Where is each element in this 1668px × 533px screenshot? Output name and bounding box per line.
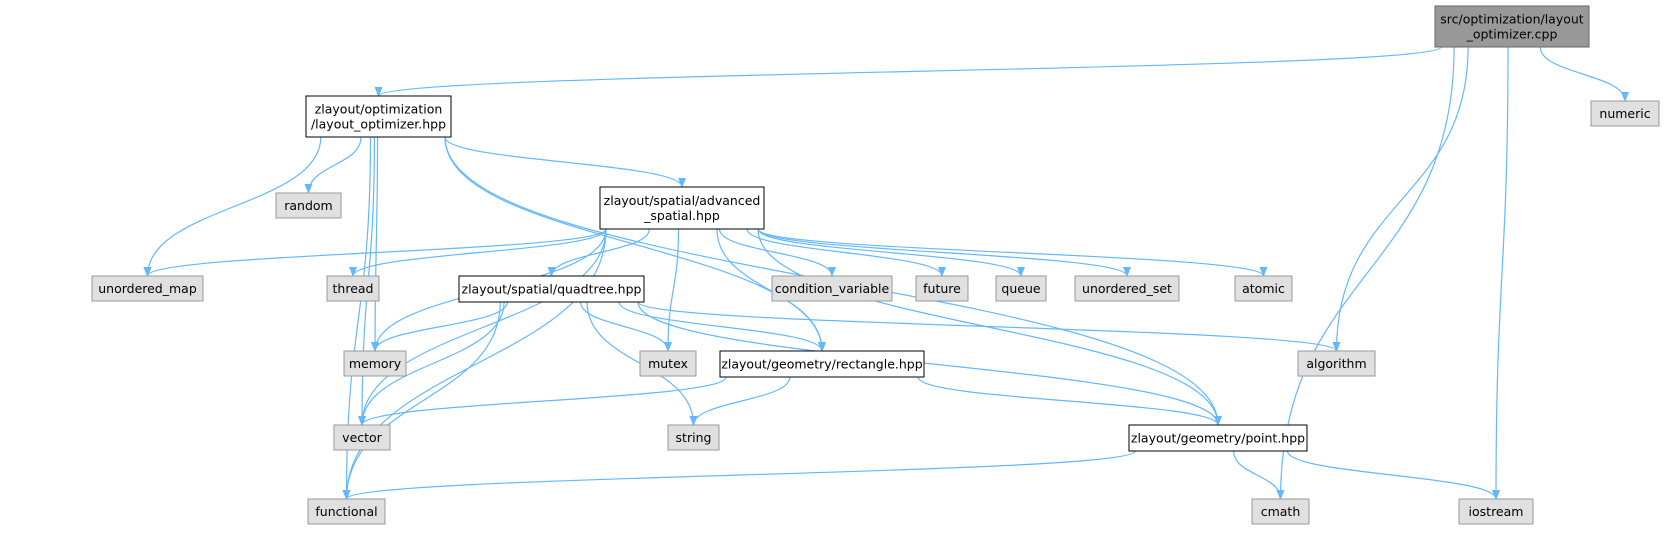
edge-layout_optimizer_hpp-to-advanced_spatial_hpp bbox=[444, 136, 686, 188]
edge-layout_optimizer_cpp-to-iostream bbox=[1492, 46, 1509, 500]
node-label: thread bbox=[333, 281, 374, 296]
node-iostream: iostream bbox=[1458, 498, 1534, 525]
node-layout-optimizer-cpp[interactable]: src/optimization/layout_optimizer.cpp bbox=[1434, 5, 1590, 48]
edge-quadtree_hpp-to-point_hpp bbox=[637, 301, 1222, 426]
node-label: zlayout/optimization bbox=[315, 102, 443, 117]
node-condition-variable: condition_variable bbox=[771, 275, 893, 302]
node-label: iostream bbox=[1469, 504, 1524, 519]
edge-quadtree_hpp-to-memory bbox=[371, 301, 508, 352]
edge-advanced_spatial_hpp-to-atomic bbox=[757, 228, 1268, 277]
node-layout-optimizer-hpp[interactable]: zlayout/optimization/layout_optimizer.hp… bbox=[305, 95, 452, 138]
edge-advanced_spatial_hpp-to-queue bbox=[757, 228, 1025, 277]
node-queue: queue bbox=[995, 275, 1047, 302]
node-random: random bbox=[275, 192, 342, 219]
edge-rectangle_hpp-to-string bbox=[689, 376, 791, 426]
node-label: _spatial.hpp bbox=[643, 208, 720, 223]
edge-layout_optimizer_hpp-to-rectangle_hpp bbox=[444, 136, 826, 352]
node-algorithm: algorithm bbox=[1297, 350, 1376, 377]
edge-advanced_spatial_hpp-to-unordered_map bbox=[143, 228, 607, 277]
edge-advanced_spatial_hpp-to-rectangle_hpp bbox=[716, 228, 826, 352]
node-label: algorithm bbox=[1306, 356, 1366, 371]
edge-layout_optimizer_hpp-to-random bbox=[304, 136, 362, 194]
edge-layout_optimizer_cpp-to-layout_optimizer_hpp bbox=[374, 46, 1442, 97]
edge-rectangle_hpp-to-point_hpp bbox=[917, 376, 1222, 426]
node-future: future bbox=[915, 275, 969, 302]
node-advanced-spatial-hpp[interactable]: zlayout/spatial/advanced_spatial.hpp bbox=[599, 186, 765, 230]
node-label: zlayout/geometry/rectangle.hpp bbox=[721, 357, 922, 372]
node-label: vector bbox=[342, 430, 383, 445]
edge-rectangle_hpp-to-vector bbox=[358, 376, 727, 426]
node-label: future bbox=[923, 281, 961, 296]
node-unordered-map: unordered_map bbox=[91, 275, 204, 302]
node-rectangle-hpp[interactable]: zlayout/geometry/rectangle.hpp bbox=[719, 350, 925, 378]
node-string: string bbox=[667, 424, 720, 451]
node-label: queue bbox=[1001, 281, 1040, 296]
node-label: src/optimization/layout bbox=[1440, 12, 1584, 27]
edge-advanced_spatial_hpp-to-vector bbox=[358, 228, 607, 426]
edge-quadtree_hpp-to-functional bbox=[342, 301, 501, 500]
edge-quadtree_hpp-to-rectangle_hpp bbox=[618, 301, 826, 352]
node-label: zlayout/geometry/point.hpp bbox=[1131, 431, 1305, 446]
nodes-layer: src/optimization/layout_optimizer.cppzla… bbox=[91, 5, 1660, 525]
edge-layout_optimizer_cpp-to-algorithm bbox=[1332, 46, 1469, 352]
edge-quadtree_hpp-to-algorithm bbox=[637, 301, 1341, 352]
edge-layout_optimizer_hpp-to-unordered_map bbox=[143, 136, 322, 277]
edge-advanced_spatial_hpp-to-mutex bbox=[664, 228, 680, 352]
node-numeric: numeric bbox=[1590, 100, 1660, 127]
node-label: unordered_set bbox=[1082, 281, 1172, 296]
node-label: random bbox=[284, 198, 332, 213]
node-label: numeric bbox=[1599, 106, 1650, 121]
node-label: mutex bbox=[648, 356, 688, 371]
node-unordered-set: unordered_set bbox=[1074, 275, 1180, 302]
node-label: memory bbox=[349, 356, 402, 371]
node-label: /layout_optimizer.hpp bbox=[311, 117, 446, 132]
node-label: cmath bbox=[1261, 504, 1301, 519]
edge-advanced_spatial_hpp-to-future bbox=[746, 228, 946, 277]
edge-point_hpp-to-cmath bbox=[1233, 450, 1285, 500]
node-quadtree-hpp[interactable]: zlayout/spatial/quadtree.hpp bbox=[458, 275, 645, 303]
node-label: zlayout/spatial/advanced bbox=[604, 193, 761, 208]
node-vector: vector bbox=[333, 424, 391, 451]
node-label: string bbox=[676, 430, 712, 445]
node-thread: thread bbox=[326, 275, 380, 302]
node-label: zlayout/spatial/quadtree.hpp bbox=[462, 282, 642, 297]
edge-quadtree_hpp-to-mutex bbox=[580, 301, 672, 352]
node-memory: memory bbox=[343, 350, 407, 377]
node-label: functional bbox=[315, 504, 377, 519]
node-cmath: cmath bbox=[1251, 498, 1310, 525]
node-atomic: atomic bbox=[1234, 275, 1293, 302]
node-label: atomic bbox=[1242, 281, 1285, 296]
edge-advanced_spatial_hpp-to-unordered_set bbox=[757, 228, 1131, 277]
node-mutex: mutex bbox=[639, 350, 697, 377]
edge-point_hpp-to-iostream bbox=[1286, 450, 1500, 500]
edge-layout_optimizer_cpp-to-cmath bbox=[1276, 46, 1455, 500]
edge-layout_optimizer_cpp-to-numeric bbox=[1539, 46, 1629, 102]
edge-advanced_spatial_hpp-to-condition_variable bbox=[718, 228, 836, 277]
node-point-hpp[interactable]: zlayout/geometry/point.hpp bbox=[1128, 424, 1308, 452]
node-label: _optimizer.cpp bbox=[1466, 27, 1558, 42]
edge-advanced_spatial_hpp-to-thread bbox=[349, 228, 607, 277]
node-functional: functional bbox=[307, 498, 386, 525]
node-label: condition_variable bbox=[775, 281, 890, 296]
edge-point_hpp-to-functional bbox=[342, 450, 1136, 500]
edge-layout_optimizer_hpp-to-memory bbox=[371, 136, 380, 352]
node-label: unordered_map bbox=[98, 281, 197, 296]
